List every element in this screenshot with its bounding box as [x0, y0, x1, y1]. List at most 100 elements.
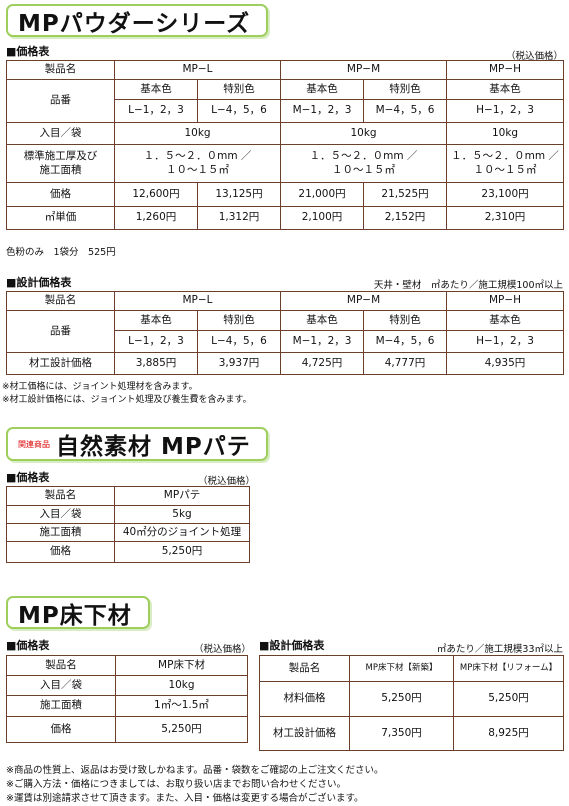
- pate-row-label: 施工面積: [6, 523, 115, 542]
- pate-title: 自然素材 MPパテ: [56, 434, 251, 460]
- floor-row-value: 10kg: [115, 675, 248, 696]
- unit-price-cell: 1,260円: [114, 206, 198, 230]
- powder-only-note: 色粉のみ 1袋分 525円: [6, 247, 116, 258]
- floor-title: MP床下材: [18, 602, 132, 629]
- thickness-value: １．５〜２．０mm ／１０〜１５㎡: [280, 144, 448, 183]
- thickness-label-line-2: 施工面積: [39, 163, 82, 176]
- iri-value: 10kg: [446, 122, 565, 145]
- thickness-line-1: １．５〜２．０mm ／: [309, 150, 418, 163]
- pate-row-value: 40㎡分のジョイント処理: [114, 523, 250, 542]
- design-price-cell: 3,937円: [196, 352, 282, 375]
- code-cell: L−1，2，3: [114, 330, 198, 353]
- floor-design-col-header: MP床下材【リフォーム】: [453, 655, 564, 682]
- floor-price-header: ■価格表: [6, 639, 50, 652]
- price-cell: 23,100円: [446, 182, 565, 207]
- floor-design-col-header: 製品名: [259, 655, 350, 682]
- floor-design-value: 7,350円: [349, 716, 454, 751]
- basic-color-label: 基本色: [280, 310, 365, 331]
- pate-row-label: 価格: [6, 541, 115, 563]
- design-price-label: 材工設計価格: [6, 352, 115, 375]
- unit-price-cell: 2,100円: [280, 206, 365, 230]
- powder-title-box: MPパウダーシリーズ: [6, 4, 268, 37]
- floor-tax-note: （税込価格）: [194, 644, 252, 655]
- powder-design-header: ■設計価格表: [6, 276, 72, 289]
- floor-design-note: ㎡あたり／施工規模33㎡以上: [436, 644, 563, 655]
- pate-tax-note: （税込価格）: [198, 476, 256, 487]
- thickness-line-2: １０〜１５㎡: [473, 163, 537, 176]
- thickness-label: 標準施工厚及び施工面積: [6, 144, 115, 183]
- code-cell: M−4，5，6: [363, 330, 448, 353]
- pate-price-header: ■価格表: [6, 471, 50, 484]
- product-mp-m: MP−M: [280, 60, 448, 80]
- footer-notes: ※商品の性質上、返品はお受け致しかねます。品番・袋数をご確認の上ご注文ください。…: [6, 764, 384, 806]
- floor-row-label: 入目／袋: [6, 675, 116, 696]
- product-mp-l: MP−L: [113, 60, 282, 80]
- floor-row-value: MP床下材: [115, 655, 248, 676]
- floor-row-label: 製品名: [6, 655, 116, 676]
- design-price-cell: 4,777円: [363, 352, 448, 375]
- thickness-value: １．５〜２．０mm ／１０〜１５㎡: [446, 144, 565, 183]
- code-cell: M−4，5，6: [363, 99, 448, 123]
- floor-design-value: 8,925円: [453, 716, 564, 751]
- floor-design-value: 5,250円: [349, 681, 454, 717]
- floor-design-row-label: 材工設計価格: [259, 716, 350, 751]
- basic-color-label: 基本色: [446, 79, 565, 100]
- unit-price-cell: 1,312円: [196, 206, 282, 230]
- powder-footnotes: ※材工価格には、ジョイント処理材を含みます。 ※材工設計価格には、ジョイント処理…: [2, 381, 252, 407]
- special-color-label: 特別色: [363, 310, 448, 331]
- floor-row-label: 施工面積: [6, 695, 116, 717]
- special-color-label: 特別色: [196, 79, 282, 100]
- basic-color-label: 基本色: [280, 79, 365, 100]
- floor-design-table: 製品名 MP床下材【新築】 MP床下材【リフォーム】 材料価格 5,250円 5…: [259, 655, 564, 751]
- price-cell: 21,525円: [363, 182, 448, 207]
- pate-row-value: 5,250円: [114, 541, 250, 563]
- floor-design-col-header: MP床下材【新築】: [349, 655, 454, 682]
- unit-price-label: ㎡単価: [6, 206, 115, 230]
- iri-value: 10kg: [113, 122, 282, 145]
- thickness-line-2: １０〜１５㎡: [166, 163, 229, 176]
- iri-value: 10kg: [280, 122, 448, 145]
- col-product-header: 製品名: [6, 60, 115, 80]
- hinban-label: 品番: [6, 79, 115, 123]
- design-price-cell: 4,725円: [280, 352, 365, 375]
- iri-label: 入目／袋: [6, 122, 115, 145]
- code-cell: M−1，2，3: [280, 99, 365, 123]
- powder-title: MPパウダーシリーズ: [18, 10, 251, 37]
- price-cell: 12,600円: [114, 182, 198, 207]
- pate-title-box: 関連商品 自然素材 MPパテ: [6, 427, 268, 461]
- product-mp-h: MP−H: [446, 291, 565, 311]
- col-product-header: 製品名: [6, 291, 115, 311]
- product-mp-h: MP−H: [446, 60, 565, 80]
- price-cell: 13,125円: [196, 182, 282, 207]
- pate-row-value: 5kg: [114, 505, 250, 524]
- floor-row-value: 5,250円: [115, 716, 248, 743]
- powder-tax-note: （税込価格）: [505, 51, 563, 62]
- related-badge: 関連商品: [18, 439, 50, 449]
- powder-footnote-1: ※材工価格には、ジョイント処理材を含みます。: [2, 382, 198, 392]
- basic-color-label: 基本色: [114, 310, 198, 331]
- thickness-label-line-1: 標準施工厚及び: [23, 150, 98, 163]
- footer-note-3: ※運賃は別途請求させて頂きます。また、入目・価格は変更する場合がございます。: [6, 793, 364, 804]
- floor-price-table: 製品名 MP床下材 入目／袋 10kg 施工面積 1㎡〜1.5㎡ 価格 5,25…: [6, 655, 248, 743]
- hinban-label: 品番: [6, 310, 115, 353]
- floor-design-header: ■設計価格表: [259, 639, 325, 652]
- thickness-line-1: １．５〜２．０mm ／: [143, 150, 252, 163]
- unit-price-cell: 2,152円: [363, 206, 448, 230]
- pate-price-table: 製品名 MPパテ 入目／袋 5kg 施工面積 40㎡分のジョイント処理 価格 5…: [6, 486, 250, 563]
- powder-price-header: ■価格表: [6, 45, 50, 58]
- thickness-value: １．５〜２．０mm ／１０〜１５㎡: [113, 144, 282, 183]
- powder-price-table: 製品名 MP−L MP−M MP−H 品番 基本色 特別色 基本色 特別色 基本…: [6, 60, 565, 230]
- footer-note-2: ※ご購入方法・価格につきましては、お取り扱い店までお問い合わせください。: [6, 779, 346, 790]
- code-cell: L−1，2，3: [114, 99, 198, 123]
- powder-footnote-2: ※材工設計価格には、ジョイント処理及び養生費を含みます。: [2, 395, 252, 405]
- code-cell: H−1，2，3: [446, 99, 565, 123]
- code-cell: H−1，2，3: [446, 330, 565, 353]
- footer-note-1: ※商品の性質上、返品はお受け致しかねます。品番・袋数をご確認の上ご注文ください。: [6, 765, 384, 776]
- basic-color-label: 基本色: [446, 310, 565, 331]
- special-color-label: 特別色: [196, 310, 282, 331]
- floor-row-label: 価格: [6, 716, 116, 743]
- design-price-cell: 4,935円: [446, 352, 565, 375]
- price-cell: 21,000円: [280, 182, 365, 207]
- code-cell: L−4，5，6: [196, 330, 282, 353]
- floor-design-row-label: 材料価格: [259, 681, 350, 717]
